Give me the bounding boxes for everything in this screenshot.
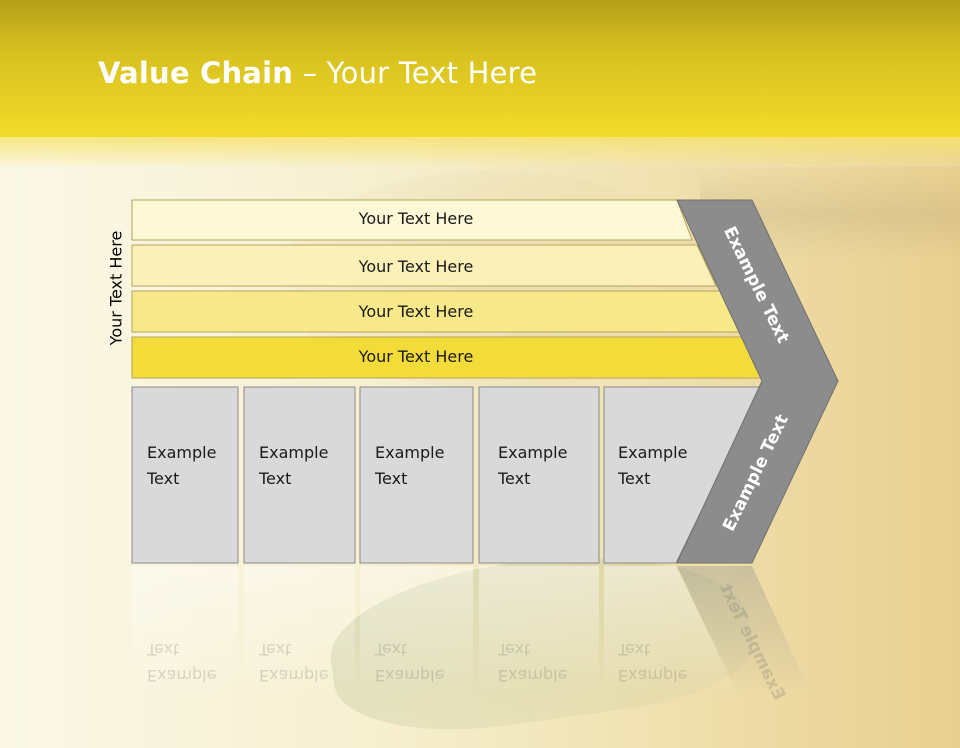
box-2-text-reflection: Example Text: [259, 636, 359, 688]
box-3: [359, 386, 474, 564]
box-4-reflection: [479, 566, 599, 696]
value-chain-diagram: [131, 199, 839, 696]
box-3-reflect-line1: Example: [375, 666, 445, 685]
box-5-text-reflection: Example Text: [618, 636, 718, 688]
header-band: [0, 0, 960, 137]
title-rest: – Your Text Here: [293, 56, 538, 90]
box-3-reflection: [360, 566, 473, 696]
row-label-4: Your Text Here: [358, 347, 474, 366]
title-bold: Value Chain: [98, 56, 294, 90]
box-1-reflection: [132, 566, 238, 696]
box-5-reflect-line2: Text: [618, 640, 651, 659]
box-4-line1: Example: [498, 443, 568, 462]
box-4: [478, 386, 600, 564]
header-fade: [0, 137, 960, 167]
box-4-text-reflection: Example Text: [498, 636, 598, 688]
chevron-reflection: [677, 566, 812, 696]
row-label-1: Your Text Here: [358, 209, 474, 228]
box-1-line2: Text: [147, 469, 180, 488]
row-bar-2: [131, 244, 717, 287]
box-2: [243, 386, 356, 564]
box-5-reflect-line1: Example: [618, 666, 688, 685]
box-1-line1: Example: [147, 443, 217, 462]
box-2-reflection: [244, 566, 355, 696]
box-4-reflect-line1: Example: [498, 666, 568, 685]
row-bar-1: [131, 199, 693, 241]
box-1-reflect-line1: Example: [147, 666, 217, 685]
row-label-3: Your Text Here: [358, 302, 474, 321]
row-label-2: Your Text Here: [358, 257, 474, 276]
box-4-reflect-line2: Text: [498, 640, 531, 659]
box-5-reflection: [604, 566, 740, 696]
box-1: [131, 386, 239, 564]
box-3-text-reflection: Example Text: [375, 636, 475, 688]
chevron-arrow-shape: [676, 199, 839, 564]
box-3-line2: Text: [375, 469, 408, 488]
box-2-reflect-line1: Example: [259, 666, 329, 685]
box-5-line1: Example: [618, 443, 688, 462]
box-5: [603, 386, 763, 564]
box-3-line1: Example: [375, 443, 445, 462]
box-1-text-reflection: Example Text: [147, 636, 247, 688]
box-3-reflect-line2: Text: [375, 640, 408, 659]
box-2-line1: Example: [259, 443, 329, 462]
box-1-reflect-line2: Text: [147, 640, 180, 659]
box-5-line2: Text: [618, 469, 651, 488]
slide-title: Value Chain – Your Text Here: [98, 56, 537, 90]
box-4-line2: Text: [498, 469, 531, 488]
box-2-reflect-line2: Text: [259, 640, 292, 659]
box-2-line2: Text: [259, 469, 292, 488]
